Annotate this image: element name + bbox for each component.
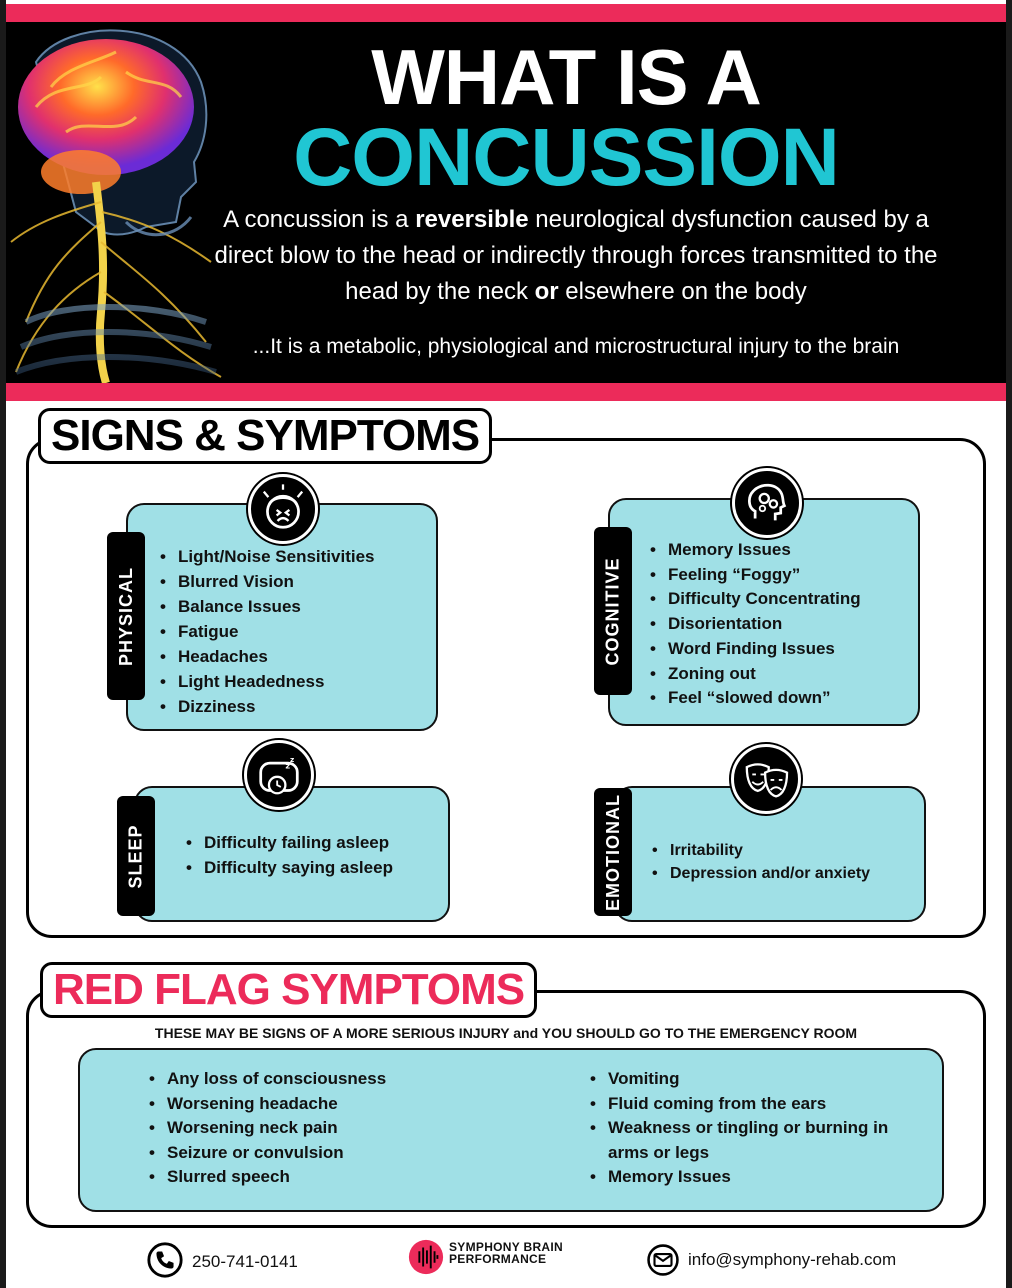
list-item: Memory Issues (588, 1165, 908, 1190)
list-item: Difficulty saying asleep (184, 856, 393, 881)
red-flag-list-left: Any loss of consciousness Worsening head… (147, 1067, 386, 1190)
list-item: Fatigue (158, 619, 375, 644)
physical-list: Light/Noise Sensitivities Blurred Vision… (158, 544, 375, 719)
physical-label: PHYSICAL (115, 566, 136, 666)
intro-text-1: A concussion is a (223, 206, 416, 233)
list-item: Dizziness (158, 694, 375, 719)
frustrated-face-icon (248, 474, 318, 544)
divider-pink-bar (6, 383, 1006, 401)
emotional-tag: EMOTIONAL (594, 788, 632, 916)
intro-bold-or: or (534, 278, 559, 305)
list-item: Light Headedness (158, 669, 375, 694)
head-gears-icon (732, 468, 802, 538)
list-item: Memory Issues (648, 538, 861, 563)
top-pink-bar (6, 4, 1006, 22)
symphony-logo-icon (408, 1239, 444, 1275)
list-item: Fluid coming from the ears (588, 1092, 908, 1117)
svg-text:z: z (290, 755, 294, 764)
phone-number[interactable]: 250-741-0141 (192, 1252, 298, 1271)
header-banner: WHAT IS A CONCUSSION A concussion is a r… (6, 22, 1006, 383)
sleep-tag: SLEEP (117, 796, 155, 916)
list-item: Worsening neck pain (147, 1116, 386, 1141)
infographic-page: WHAT IS A CONCUSSION A concussion is a r… (6, 0, 1006, 1288)
pillow-clock-icon: z z (244, 740, 314, 810)
intro-bold-reversible: reversible (415, 206, 529, 233)
cognitive-tag: COGNITIVE (594, 527, 632, 695)
theater-masks-icon (731, 744, 801, 814)
red-flag-warning: THESE MAY BE SIGNS OF A MORE SERIOUS INJ… (154, 1025, 858, 1041)
list-item: Word Finding Issues (648, 637, 861, 662)
emotional-list: Irritability Depression and/or anxiety (650, 839, 870, 885)
list-item: Difficulty failing asleep (184, 831, 393, 856)
list-item: Feel “slowed down” (648, 686, 861, 711)
title-concussion: CONCUSSION (293, 112, 840, 203)
list-item: Light/Noise Sensitivities (158, 544, 375, 569)
svg-text:z: z (285, 761, 290, 771)
list-item: Blurred Vision (158, 569, 375, 594)
list-item: Seizure or convulsion (147, 1141, 386, 1166)
cognitive-label: COGNITIVE (602, 556, 623, 666)
list-item: Any loss of consciousness (147, 1067, 386, 1092)
list-item: Disorientation (648, 612, 861, 637)
list-item: Weakness or tingling or burning in arms … (588, 1116, 908, 1165)
list-item: Headaches (158, 644, 375, 669)
list-item: Depression and/or anxiety (650, 862, 870, 885)
intro-definition: A concussion is a reversible neurologica… (211, 202, 941, 310)
sleep-label: SLEEP (125, 823, 146, 889)
red-flag-list-right: Vomiting Fluid coming from the ears Weak… (588, 1067, 908, 1190)
list-item: Feeling “Foggy” (648, 563, 861, 588)
list-item: Difficulty Concentrating (648, 587, 861, 612)
list-item: Irritability (650, 839, 870, 862)
list-item: Slurred speech (147, 1165, 386, 1190)
list-item: Worsening headache (147, 1092, 386, 1117)
title-what-is-a: WHAT IS A (371, 33, 762, 121)
physical-tag: PHYSICAL (107, 532, 145, 700)
intro-subline: ...It is a metabolic, physiological and … (252, 335, 900, 358)
sleep-list: Difficulty failing asleep Difficulty say… (184, 831, 393, 880)
email-icon (647, 1244, 679, 1276)
intro-text-3: elsewhere on the body (558, 278, 807, 305)
logo-line-1: SYMPHONY BRAIN (449, 1240, 563, 1254)
phone-icon (147, 1242, 183, 1278)
email-address[interactable]: info@symphony-rehab.com (688, 1250, 897, 1269)
cognitive-list: Memory Issues Feeling “Foggy” Difficulty… (648, 538, 861, 711)
red-flag-title: RED FLAG SYMPTOMS (40, 962, 538, 1018)
list-item: Zoning out (648, 662, 861, 687)
brain-nervous-system-illustration (10, 29, 222, 383)
list-item: Vomiting (588, 1067, 908, 1092)
emotional-label: EMOTIONAL (602, 793, 623, 911)
logo-line-2: PERFORMANCE (449, 1252, 547, 1266)
signs-symptoms-title: SIGNS & SYMPTOMS (38, 408, 493, 464)
intro-text-2: neurological dysfunction caused by a dir… (214, 206, 938, 305)
list-item: Balance Issues (158, 594, 375, 619)
